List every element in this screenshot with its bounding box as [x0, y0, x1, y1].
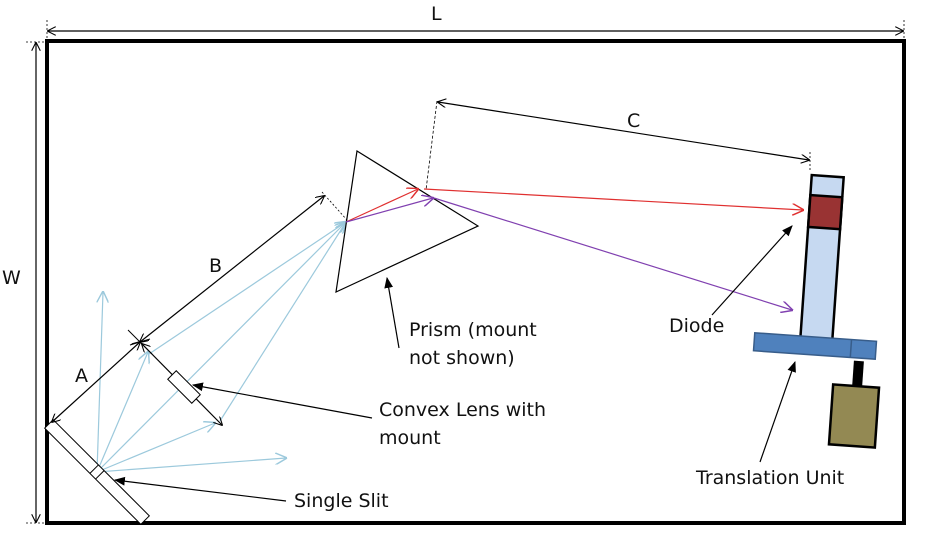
lens-pointer	[191, 382, 373, 419]
translation-pointer	[759, 360, 796, 463]
dimension-b	[140, 191, 348, 342]
motor	[827, 383, 881, 449]
prism	[335, 150, 480, 294]
diode-pointer	[711, 225, 793, 316]
width-dimension	[26, 41, 46, 524]
ray-horizontal	[96, 458, 286, 473]
diode-label: Diode	[669, 315, 725, 337]
convex-lens	[167, 370, 201, 404]
dimension-b-label: B	[209, 255, 223, 277]
red-ray-to-diode	[423, 188, 803, 210]
table-frame	[45, 39, 906, 525]
slit-pointer	[113, 476, 287, 502]
dimension-a	[52, 342, 140, 422]
length-label: L	[431, 3, 442, 25]
dimension-c-label: C	[627, 110, 641, 132]
detector-column	[798, 173, 846, 343]
diode	[806, 193, 844, 231]
ray-to-prism-3	[219, 222, 346, 422]
translation-stage	[752, 331, 878, 361]
width-label: W	[2, 267, 21, 289]
lead-screw	[852, 360, 864, 388]
ray-up	[96, 292, 103, 473]
prism-pointer	[384, 276, 400, 349]
dimension-c	[425, 101, 810, 191]
slit-label: Single Slit	[294, 490, 389, 512]
lens-label: Convex Lens with mount	[379, 399, 547, 449]
translation-unit-label: Translation Unit	[696, 467, 845, 489]
violet-ray-to-diode	[433, 197, 792, 310]
dimension-a-label: A	[75, 365, 88, 387]
ray-to-prism-2	[148, 222, 346, 355]
red-ray-in-prism	[345, 189, 418, 223]
violet-ray-in-prism	[345, 198, 433, 223]
ray-to-lens-2	[96, 423, 215, 473]
length-dimension	[46, 20, 905, 40]
single-slit	[43, 418, 151, 526]
prism-label: Prism (mount not shown)	[409, 319, 537, 369]
